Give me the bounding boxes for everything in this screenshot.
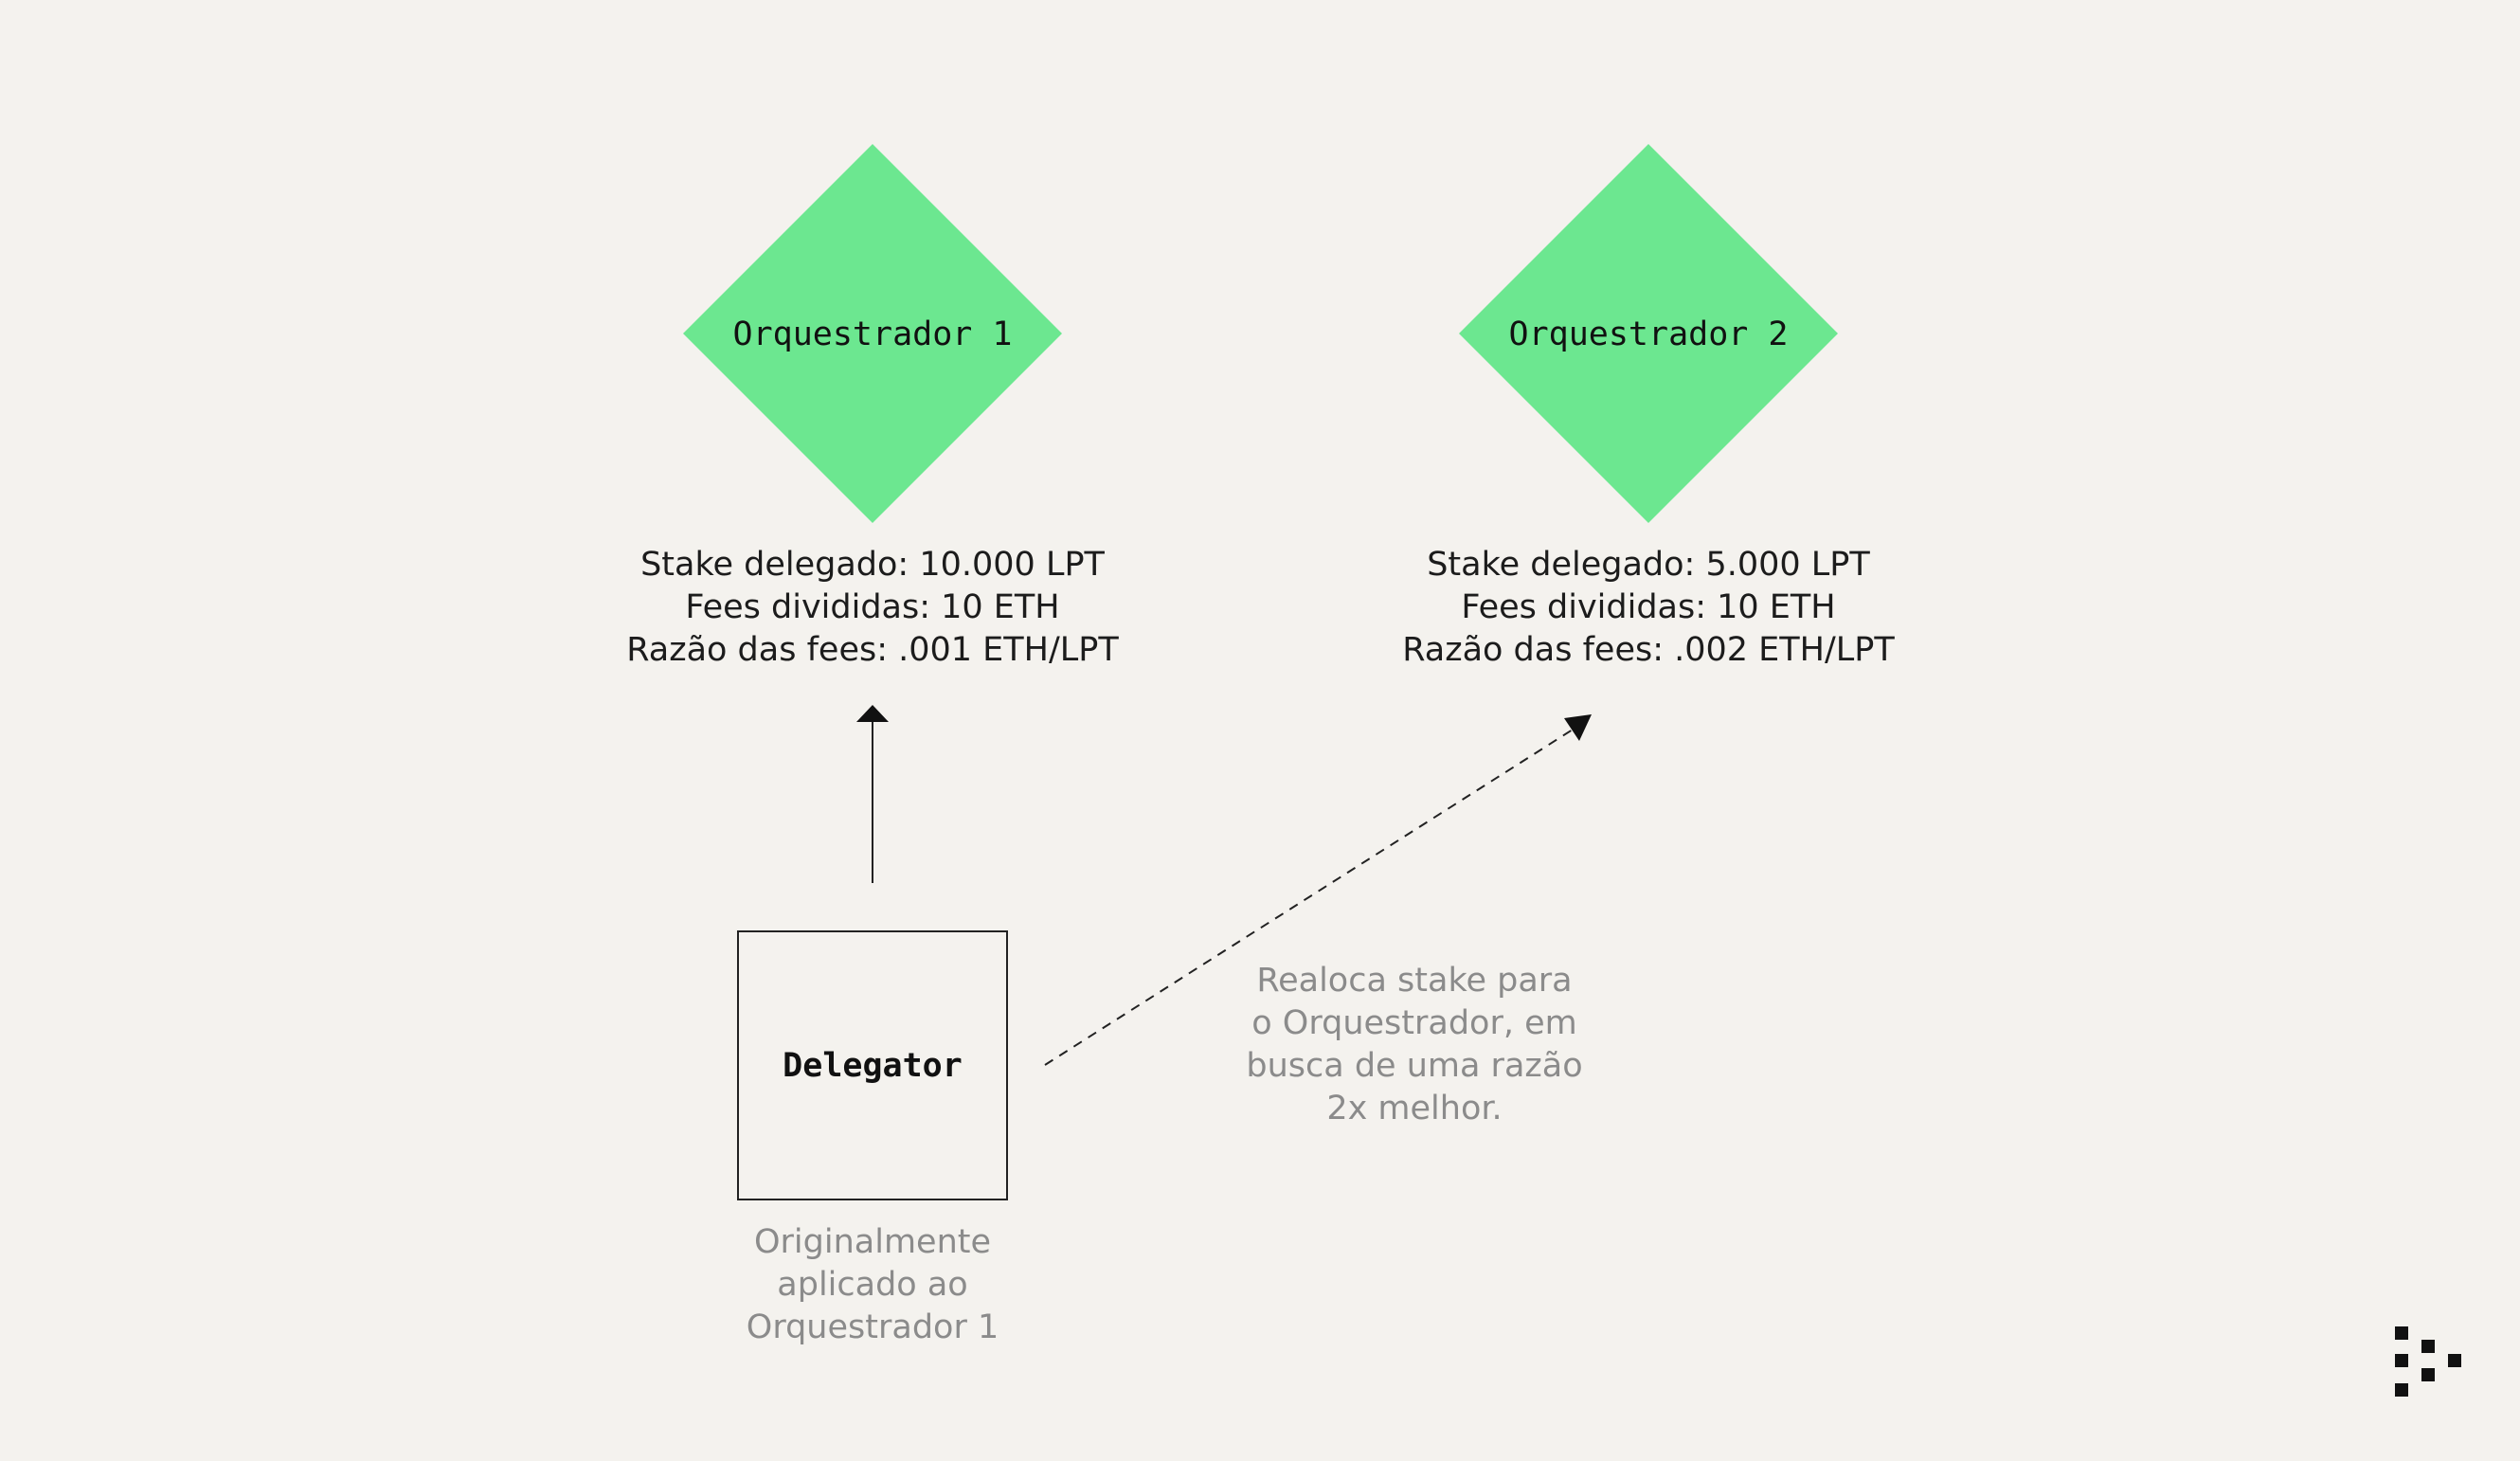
- orchestrator-1-stake: Stake delegado: 10.000 LPT: [640, 546, 1105, 584]
- delegator-note: Originalmente aplicado ao Orquestrador 1: [746, 1223, 999, 1346]
- reallocation-arrowhead: [1564, 714, 1592, 741]
- orchestrator-2-fees: Fees divididas: 10 ETH: [1461, 588, 1836, 626]
- logo-pixel: [2395, 1326, 2408, 1340]
- orchestrator-2-stake: Stake delegado: 5.000 LPT: [1427, 546, 1870, 584]
- reallocation-arrow: [1044, 729, 1574, 1066]
- logo-pixel: [2395, 1383, 2408, 1397]
- delegator-box[interactable]: [737, 930, 1008, 1200]
- logo-pixel: [2421, 1368, 2435, 1381]
- brand-pixel-logo-icon: [2395, 1326, 2463, 1398]
- orchestrator-1-label: Orquestrador 1: [732, 316, 1013, 353]
- logo-pixel: [2421, 1340, 2435, 1353]
- delegator-label: Delegator: [783, 1047, 963, 1085]
- orchestrator-1-ratio: Razão das fees: .001 ETH/LPT: [626, 631, 1119, 669]
- reallocation-note: Realoca stake para o Orquestrador, em bu…: [1246, 962, 1583, 1127]
- orchestrator-1-fees: Fees divididas: 10 ETH: [685, 588, 1060, 626]
- orchestrator-2-label: Orquestrador 2: [1508, 316, 1789, 353]
- orchestrator-1-diamond[interactable]: [683, 144, 1062, 523]
- logo-pixel: [2395, 1354, 2408, 1367]
- orchestrator-2-stats: Stake delegado: 5.000 LPT Fees divididas…: [1317, 544, 1980, 672]
- orchestrator-2-diamond[interactable]: [1459, 144, 1838, 523]
- orchestrator-2-ratio: Razão das fees: .002 ETH/LPT: [1402, 631, 1895, 669]
- orchestrator-1-stats: Stake delegado: 10.000 LPT Fees dividida…: [541, 544, 1204, 672]
- logo-pixel: [2448, 1354, 2461, 1367]
- delegation-arrowhead: [856, 705, 889, 722]
